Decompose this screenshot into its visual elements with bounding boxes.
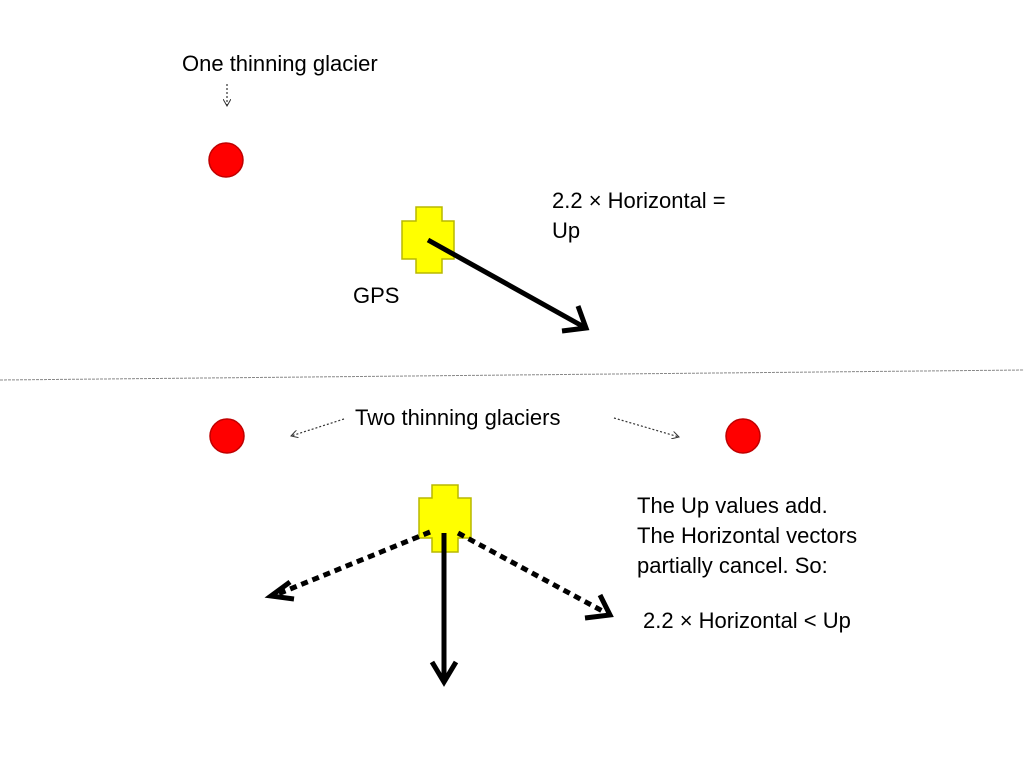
horizontal-motion-arrow bbox=[426, 237, 590, 334]
horizontal-vector-right bbox=[456, 530, 614, 621]
divider-line bbox=[0, 369, 1024, 381]
glacier-icon-right bbox=[725, 418, 761, 454]
glacier-icon bbox=[208, 142, 244, 178]
top-formula: 2.2 × Horizontal = Up bbox=[552, 186, 726, 246]
bottom-formula: 2.2 × Horizontal < Up bbox=[643, 608, 851, 633]
gps-label: GPS bbox=[353, 283, 400, 308]
up-vector-arrow bbox=[429, 533, 459, 687]
pointer-arrow-left-glacier bbox=[291, 418, 345, 436]
one-glacier-label: One thinning glacier bbox=[182, 51, 378, 76]
pointer-arrow-right-glacier bbox=[613, 417, 679, 437]
glacier-icon-left bbox=[209, 418, 245, 454]
bottom-note-line3: partially cancel. So: bbox=[637, 553, 828, 578]
two-glaciers-label: Two thinning glaciers bbox=[355, 405, 561, 430]
bottom-note-line1: The Up values add. bbox=[637, 493, 828, 518]
horizontal-vector-left bbox=[264, 529, 431, 602]
top-formula-line2: Up bbox=[552, 218, 581, 243]
bottom-note-line2: The Horizontal vectors bbox=[637, 523, 858, 548]
bottom-note: The Up values add. The Horizontal vector… bbox=[637, 491, 857, 581]
top-formula-line1: 2.2 × Horizontal = bbox=[552, 188, 726, 213]
